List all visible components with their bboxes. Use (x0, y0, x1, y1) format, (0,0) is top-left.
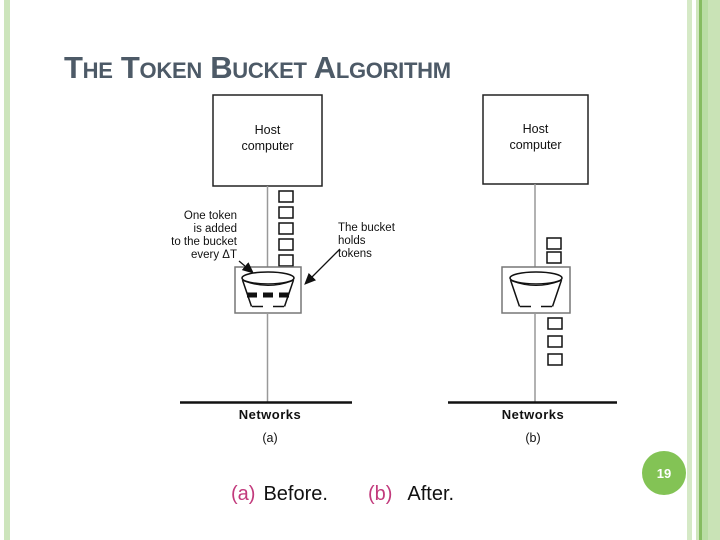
annotation-right-line3: tokens (338, 248, 372, 260)
right-border-stripe-2 (696, 0, 699, 540)
right-border-stripe-5 (708, 0, 720, 540)
token-queue-b (546, 237, 562, 264)
bucket-a (241, 271, 295, 308)
sublabel-a: (a) (262, 431, 277, 445)
annotation-right-arrow (304, 248, 341, 285)
token-square (547, 317, 563, 330)
bucket-inner-rim-a (243, 280, 293, 286)
bucket-rim-b (509, 271, 563, 285)
token-queue-a (278, 190, 294, 267)
caption-a-label: (a) (231, 483, 256, 505)
right-border-stripe-3 (699, 0, 702, 540)
annotation-left-line4: every ΔT (191, 249, 237, 261)
token-square (547, 335, 563, 348)
slide-title: The Token Bucket Algorithm (64, 49, 451, 85)
annotation-left-line2: is added (194, 223, 237, 235)
host-label-line2-b: computer (509, 138, 561, 152)
caption-b-text: After. (407, 483, 455, 505)
left-border-stripe (4, 0, 10, 540)
networks-label-a: Networks (239, 407, 302, 422)
annotation-one-token: One token is added to the bucket every Δ… (171, 210, 254, 274)
bucket-rim-a (241, 271, 295, 285)
host-label-line1-a: Host (255, 123, 281, 137)
host-label-line1-b: Host (523, 122, 549, 136)
sublabel-b: (b) (525, 431, 540, 445)
token-square (278, 206, 294, 219)
page-number: 19 (656, 465, 672, 481)
networks-label-b: Networks (502, 407, 565, 422)
host-computer-box-a (212, 94, 323, 187)
right-border-stripe-1 (687, 0, 692, 540)
token-square (546, 237, 562, 250)
token-square (278, 222, 294, 235)
diagram-a: Host computer One token is added to t (171, 94, 396, 445)
token-square (546, 251, 562, 264)
annotation-left-arrow (238, 260, 254, 274)
annotation-left-line3: to the bucket (171, 236, 238, 248)
caption-a-text: Before. (263, 483, 328, 505)
token-square (278, 254, 294, 267)
bucket-inner-rim-b (511, 280, 561, 286)
token-square (547, 353, 563, 366)
released-tokens-b (547, 317, 563, 366)
caption: (a) Before. (b) After. (0, 483, 720, 511)
host-computer-box-b (482, 94, 589, 185)
annotation-bucket-holds-tokens: The bucket holds tokens (304, 222, 396, 285)
diagram-b: Host computer Networks (b) (448, 94, 617, 445)
token-square (278, 238, 294, 251)
right-border-stripe-4 (702, 0, 708, 540)
caption-b-label: (b) (367, 483, 393, 505)
bucket-sides-b (509, 279, 563, 307)
annotation-left-line1: One token (184, 210, 237, 222)
bucket-b (509, 271, 563, 308)
annotation-right-line1: The bucket (338, 222, 396, 234)
page-number-badge: 19 (642, 451, 686, 495)
annotation-right-line2: holds (338, 235, 366, 247)
token-square (278, 190, 294, 203)
host-label-line2-a: computer (241, 139, 293, 153)
